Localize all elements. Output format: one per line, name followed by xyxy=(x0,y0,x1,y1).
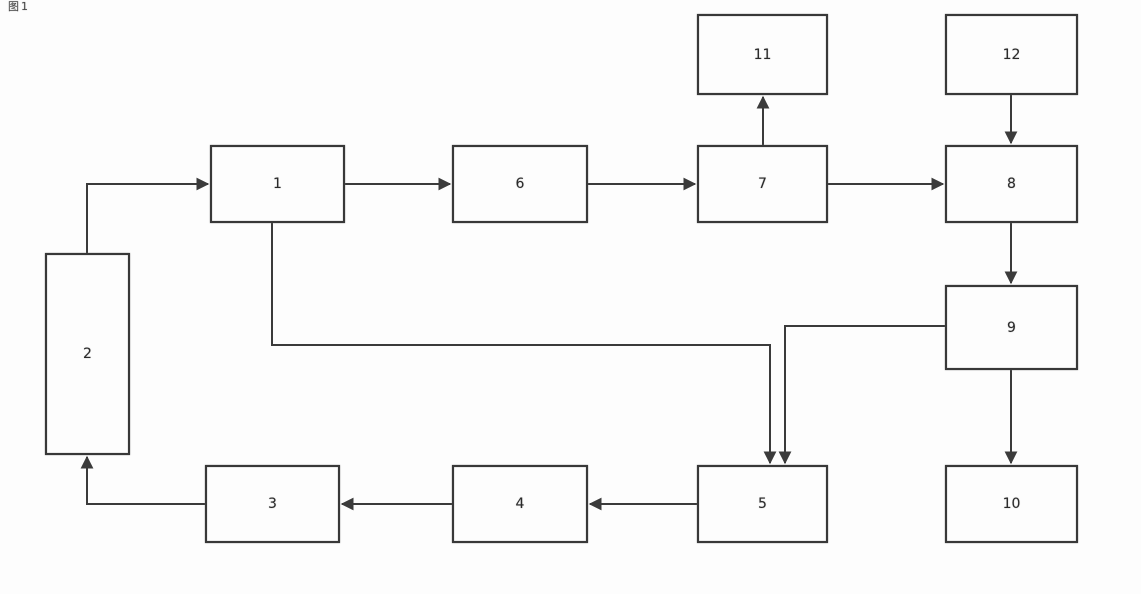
block-4: 4 xyxy=(452,465,588,543)
block-6: 6 xyxy=(452,145,588,223)
block-12: 12 xyxy=(945,14,1078,95)
edge-1-to-5 xyxy=(271,223,777,465)
block-2: 2 xyxy=(45,253,130,455)
edge-9-to-5 xyxy=(778,325,945,465)
figure-label: 图1 xyxy=(8,0,30,13)
block-7: 7 xyxy=(697,145,828,223)
block-6-label: 6 xyxy=(515,176,525,192)
block-3-label: 3 xyxy=(268,496,277,512)
block-5: 5 xyxy=(697,465,828,543)
block-11: 11 xyxy=(697,14,828,95)
block-1: 1 xyxy=(210,145,345,223)
block-12-label: 12 xyxy=(1002,46,1021,63)
block-7-label: 7 xyxy=(758,176,767,192)
block-11-label: 11 xyxy=(753,46,772,63)
block-4-label: 4 xyxy=(515,496,525,512)
block-8: 8 xyxy=(945,145,1078,223)
block-1-label: 1 xyxy=(273,176,282,192)
edge-3-to-2 xyxy=(80,455,205,505)
block-3: 3 xyxy=(205,465,340,543)
block-10: 10 xyxy=(945,465,1078,543)
block-10-label: 10 xyxy=(1002,496,1021,512)
block-5-label: 5 xyxy=(758,496,767,512)
block-2-label: 2 xyxy=(83,346,92,362)
block-9-label: 9 xyxy=(1007,319,1016,336)
edge-2-to-1 xyxy=(86,177,210,253)
block-9: 9 xyxy=(945,285,1078,370)
block-8-label: 8 xyxy=(1007,176,1016,192)
